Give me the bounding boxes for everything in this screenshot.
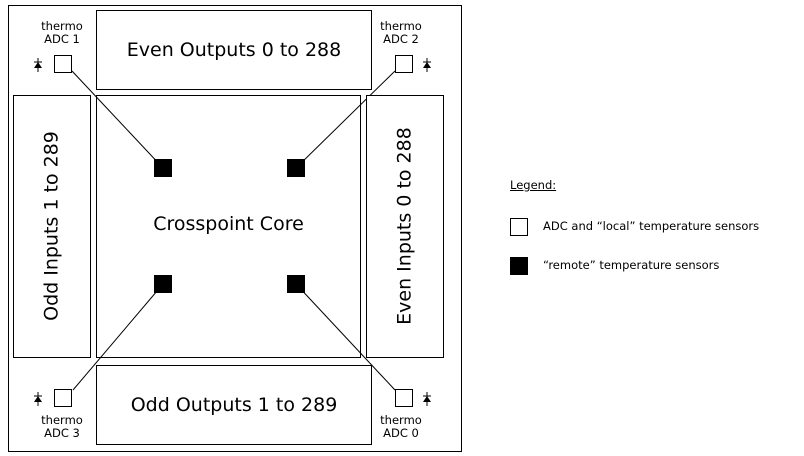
thermo-adc0-line1: thermo	[380, 413, 422, 427]
local-sensor-adc1	[54, 55, 72, 73]
thermo-adc2-label: thermo ADC 2	[376, 20, 426, 46]
diode-icon	[34, 58, 42, 72]
odd-outputs-label: Odd Outputs 1 to 289	[130, 394, 338, 416]
even-outputs-block	[96, 10, 372, 90]
diode-icon	[423, 58, 431, 72]
even-outputs-label: Even Outputs 0 to 288	[126, 39, 342, 61]
legend-item-remote: “remote” temperature sensors	[543, 258, 720, 272]
even-inputs-label: Even Inputs 0 to 288	[393, 127, 416, 325]
thermo-adc3-label: thermo ADC 3	[37, 414, 87, 440]
legend-filled-swatch	[510, 257, 528, 275]
thermo-adc0-line2: ADC 0	[383, 426, 419, 440]
odd-inputs-block	[13, 95, 91, 358]
wire-adc3	[72, 283, 164, 391]
wire-adc2	[295, 70, 396, 169]
wire-adc0	[295, 283, 396, 391]
thermo-adc0-label: thermo ADC 0	[376, 414, 426, 440]
diode-icon	[423, 392, 431, 406]
thermo-adc1-line2: ADC 1	[44, 32, 80, 46]
odd-inputs-label: Odd Inputs 1 to 289	[40, 131, 63, 321]
remote-sensor-bottom-left	[154, 275, 172, 293]
crosspoint-core-label: Crosspoint Core	[153, 213, 304, 235]
diode-icon	[34, 392, 42, 406]
local-sensor-adc0	[395, 389, 413, 407]
thermo-adc1-label: thermo ADC 1	[37, 20, 87, 46]
crosspoint-core-block	[96, 95, 361, 358]
legend-title: Legend:	[510, 178, 557, 192]
wire-adc1	[71, 70, 164, 169]
thermo-adc1-line1: thermo	[41, 19, 83, 33]
legend-item-local: ADC and “local” temperature sensors	[543, 219, 760, 233]
remote-sensor-top-right	[287, 159, 305, 177]
local-sensor-adc3	[54, 389, 72, 407]
thermo-adc2-line2: ADC 2	[383, 32, 419, 46]
thermo-adc3-line1: thermo	[41, 413, 83, 427]
local-sensor-adc2	[395, 55, 413, 73]
thermo-adc2-line1: thermo	[380, 19, 422, 33]
legend-open-swatch	[510, 218, 528, 236]
thermo-adc3-line2: ADC 3	[44, 426, 80, 440]
remote-sensor-bottom-right	[287, 275, 305, 293]
even-inputs-block	[366, 95, 444, 358]
remote-sensor-top-left	[154, 159, 172, 177]
odd-outputs-block	[96, 365, 372, 445]
